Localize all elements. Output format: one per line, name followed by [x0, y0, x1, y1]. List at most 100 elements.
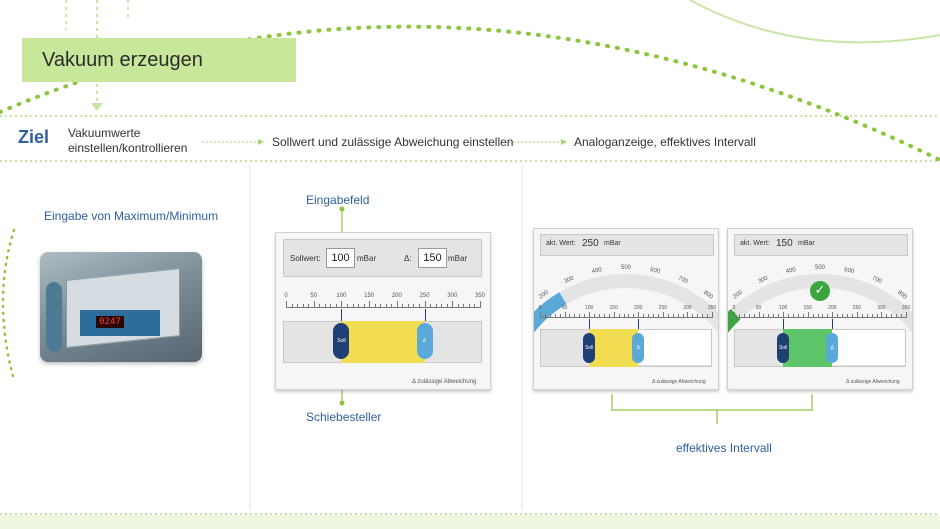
sollwert-input[interactable]: 100: [326, 248, 355, 268]
scale-tick: [468, 304, 470, 308]
scale-tick: [324, 304, 326, 308]
delta-handle[interactable]: Δ: [826, 333, 839, 363]
scale-tick: [554, 314, 556, 318]
sollwert-unit: mBar: [357, 254, 377, 263]
scale-tick: [559, 314, 561, 318]
scale-tick: [753, 314, 755, 318]
scale-tick: [618, 314, 620, 318]
scale-tick: [653, 314, 655, 318]
soll-handle[interactable]: Soll: [583, 333, 596, 363]
delta-handle[interactable]: Δ: [416, 323, 433, 359]
scale-tick: [330, 304, 332, 308]
scale-tick: [446, 304, 448, 308]
gauge-tick-label: 800: [702, 290, 714, 301]
scale-tick: [748, 314, 750, 318]
scale-tick: [584, 314, 586, 318]
scale-tick-label: 350: [474, 293, 485, 299]
scale-tick: [457, 304, 459, 308]
scale-tick: [352, 304, 354, 308]
scale-tick: [743, 314, 745, 318]
scale-tick-label: 250: [658, 305, 668, 311]
gauge-panel-2: akt. Wert:150mBar01002003004005006007008…: [727, 228, 913, 390]
slider-track-blank: [832, 330, 905, 365]
scale-tick: [594, 314, 596, 318]
scale-tick: [802, 314, 804, 318]
scale-tick: [842, 314, 844, 318]
scale-tick: [712, 312, 713, 318]
sollwert-label: Sollwert:: [290, 254, 321, 263]
scale-tick: [906, 312, 907, 318]
step-1: Vakuumwerte einstellen/kontrollieren: [68, 126, 187, 156]
gauge-tick-label: 300: [757, 275, 769, 285]
scale-tick: [613, 312, 615, 318]
scale-tick: [463, 304, 465, 308]
scale-tick-label: 200: [634, 305, 643, 311]
label-slider: Schiebesteller: [306, 410, 382, 424]
tolerance-interval: [783, 329, 833, 367]
actual-value-unit: mBar: [798, 240, 815, 247]
scale-tick: [297, 304, 299, 308]
scale-tick: [881, 312, 883, 318]
scale-tick: [391, 304, 393, 308]
scale-tick: [369, 301, 371, 308]
actual-value-row: [734, 234, 908, 256]
scale-tick-label: 150: [803, 305, 812, 311]
soll-handle[interactable]: Soll: [333, 323, 350, 359]
scale-tick: [682, 314, 684, 318]
scale-tick-label: 300: [447, 293, 458, 299]
scale-tick: [346, 304, 348, 308]
scale-tick: [648, 314, 650, 318]
scale-tick: [643, 314, 645, 318]
delta-handle[interactable]: Δ: [632, 333, 645, 363]
delta-marker: [832, 319, 834, 329]
vacuum-device-photo: 0247: [40, 252, 202, 362]
scale-tick: [734, 312, 735, 318]
soll-handle-label: Soll: [337, 338, 346, 344]
scale-tick-label: 250: [419, 293, 430, 299]
scale-tick: [827, 314, 829, 318]
actual-value-row: [540, 234, 714, 256]
status-ok-icon: ✓: [810, 281, 830, 301]
scale-tick: [413, 304, 415, 308]
scale-tick-label: 250: [852, 305, 862, 311]
scale-tick: [603, 314, 605, 318]
actual-value: 250: [582, 238, 599, 249]
scale-tick-label: 350: [707, 305, 717, 311]
gauge-tick-label: 600: [844, 267, 856, 275]
scale-tick: [738, 314, 740, 318]
step-2: Sollwert und zulässige Abweichung einste…: [272, 135, 514, 149]
delta-input[interactable]: 150: [418, 248, 447, 268]
scale-tick: [876, 314, 878, 318]
gauge-tick-label: 200: [732, 289, 744, 300]
scale-tick-label: 350: [901, 305, 911, 311]
soll-handle[interactable]: Soll: [777, 333, 790, 363]
soll-marker: [341, 309, 343, 321]
scale-tick: [866, 314, 868, 318]
gauge-panel-1: akt. Wert:250mBar01002003004005006007008…: [533, 228, 719, 390]
delta-handle-label: Δ: [422, 338, 427, 344]
scale-tick-label: 0: [538, 305, 542, 311]
gauge-tick-label: 700: [871, 276, 883, 286]
scale-tick: [667, 314, 669, 318]
scale-tick: [441, 304, 443, 308]
scale-tick: [792, 314, 794, 318]
scale-tick-label: 200: [391, 293, 402, 299]
gauge-tick-label: 300: [563, 275, 575, 285]
device-hose: [46, 282, 62, 352]
device-display: 0247: [96, 316, 124, 328]
scale-tick: [677, 314, 679, 318]
scale-tick: [430, 304, 432, 308]
tolerance-interval: [341, 321, 425, 363]
legend-tolerance: Δ zulässige Abweichung: [652, 379, 706, 385]
scale-tick: [598, 314, 600, 318]
scale-tick: [574, 314, 576, 318]
scale-tick: [638, 312, 640, 318]
scale-tick-label: 200: [828, 305, 837, 311]
scale-tick: [832, 312, 834, 318]
delta-label: Δ:: [404, 254, 412, 263]
step-3: Analoganzeige, effektives Intervall: [574, 135, 756, 149]
scale-tick: [628, 314, 630, 318]
actual-value-label: akt. Wert:: [740, 240, 770, 247]
scale-tick-label: 50: [755, 305, 762, 311]
